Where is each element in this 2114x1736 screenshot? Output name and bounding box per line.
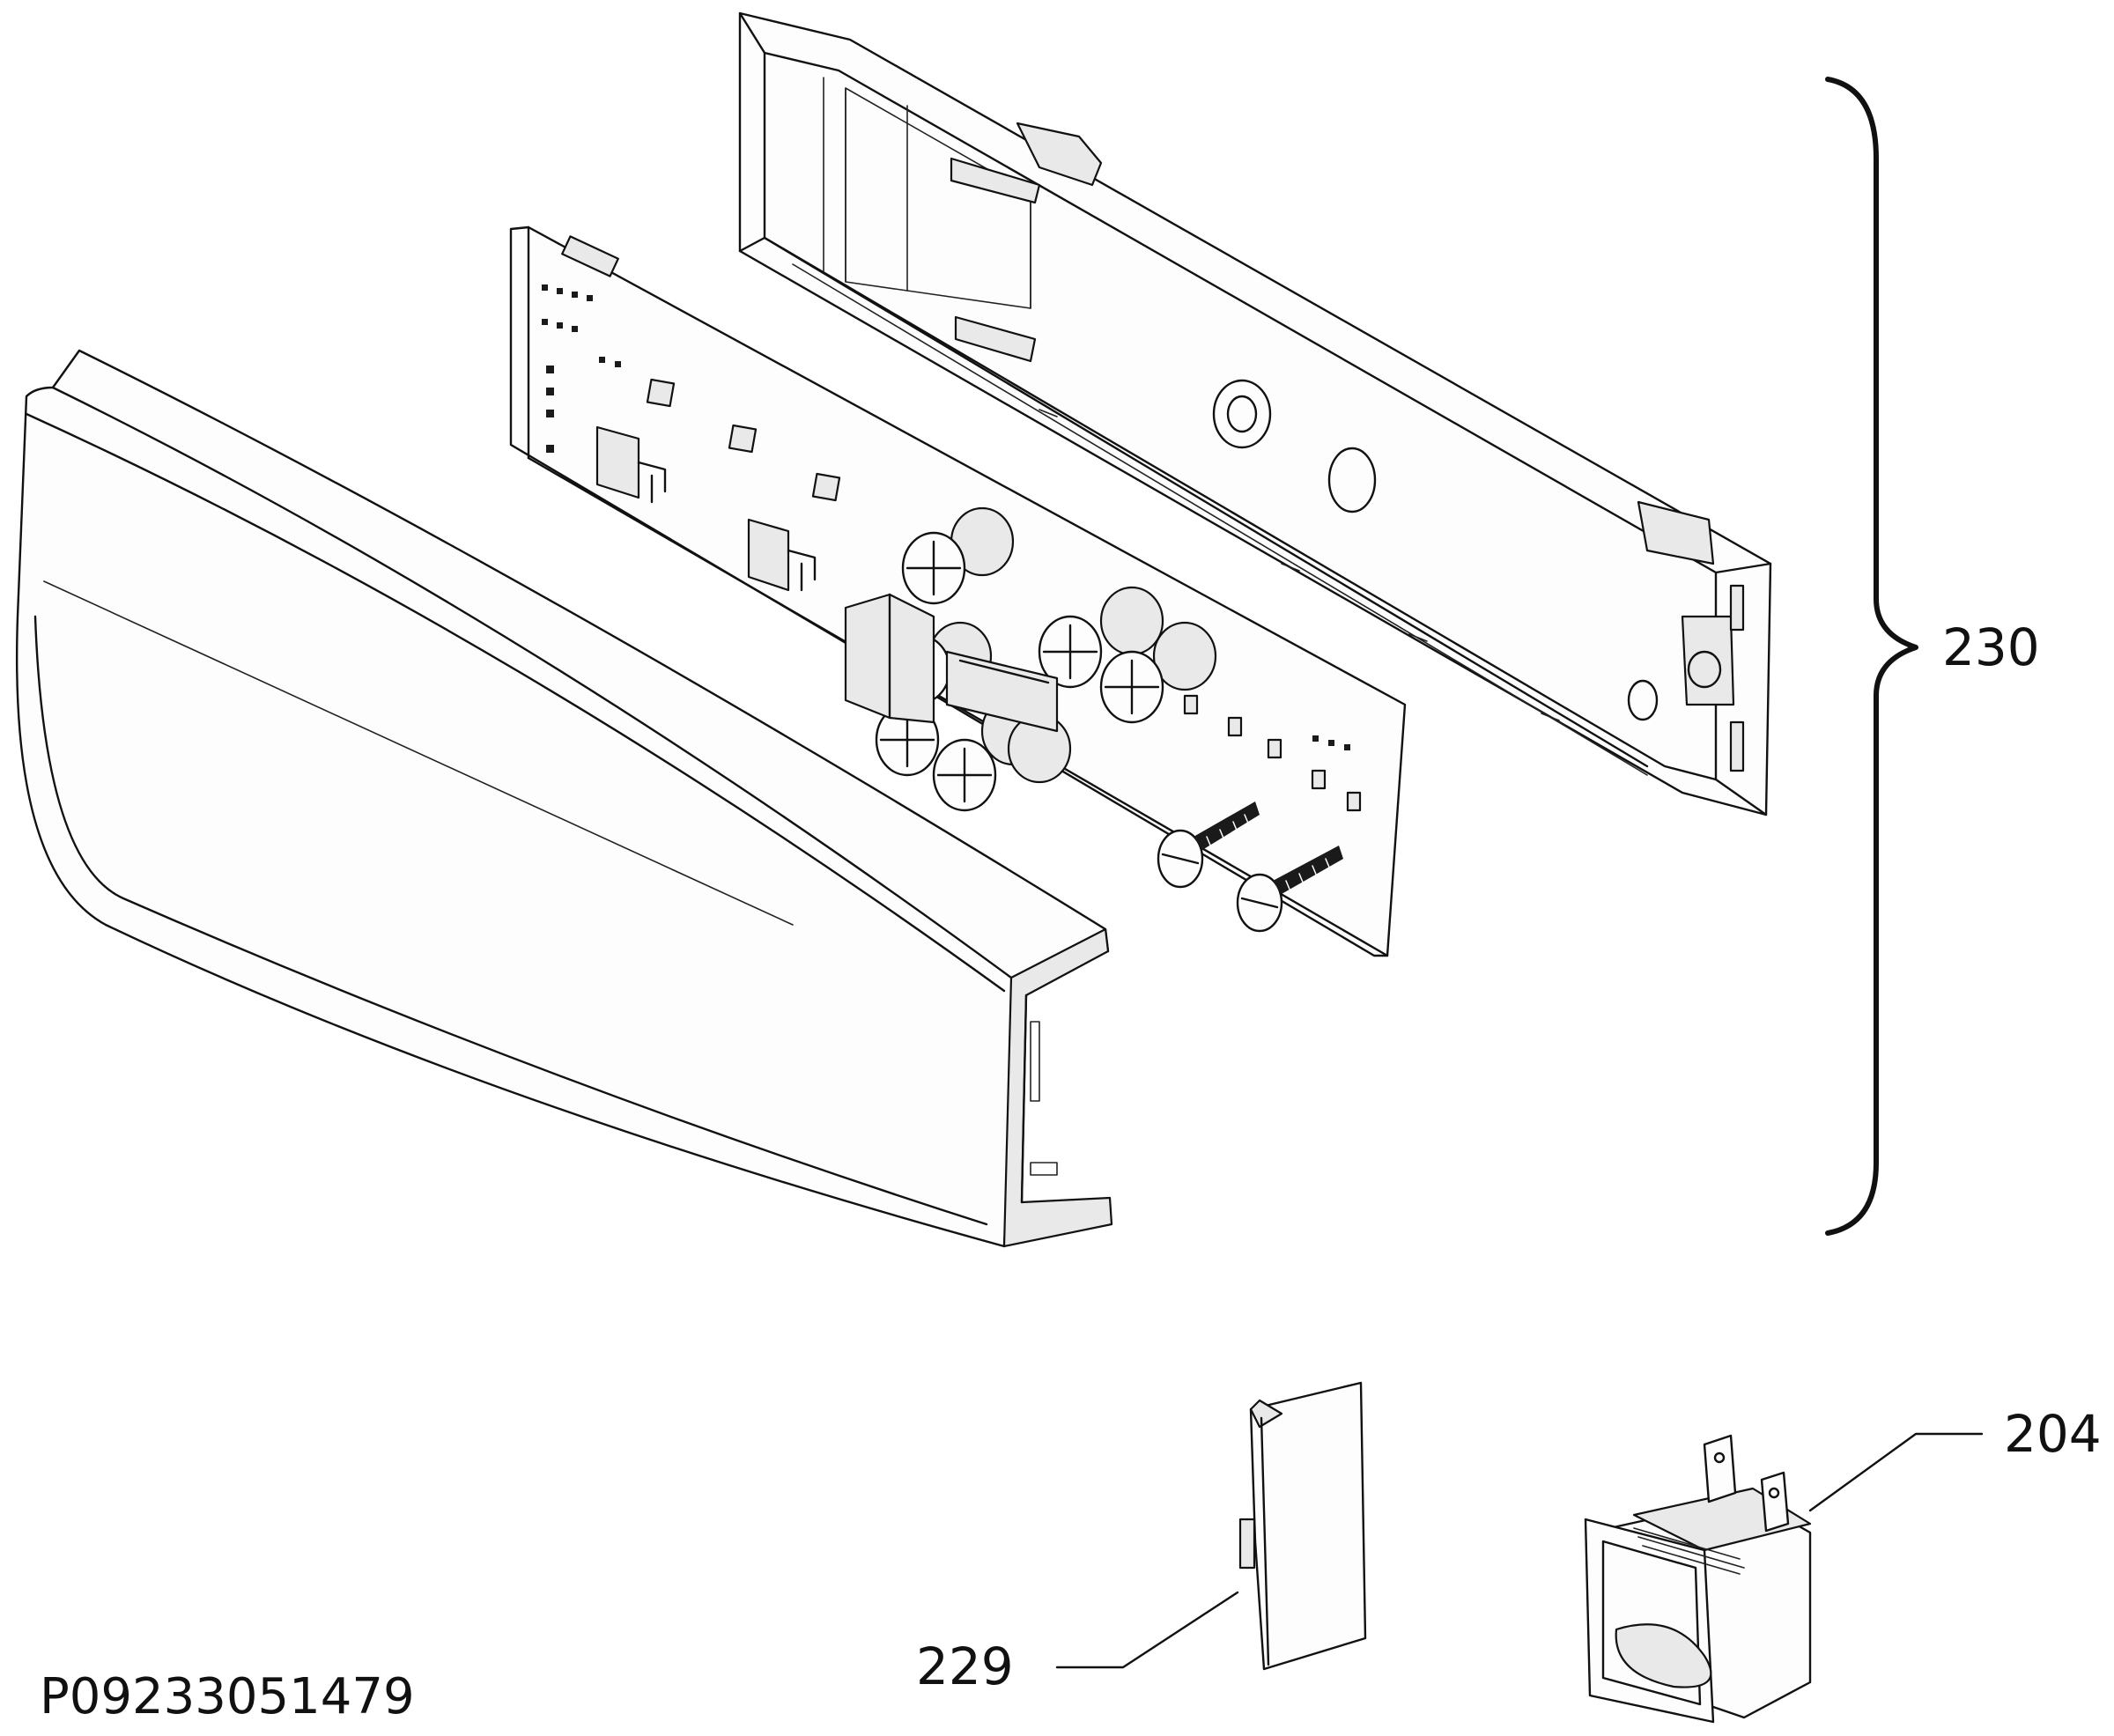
callout-204: 204 [2004,1404,2102,1464]
front-cover [16,349,1113,1248]
callout-230: 230 [1942,617,2040,677]
screw [1157,802,1260,889]
callout-229: 229 [916,1636,1014,1696]
button-cap-part [1238,1381,1367,1671]
drawing-code: P09233051479 [40,1668,415,1725]
circuit-board [509,225,1407,957]
assembly-bracket [1825,77,1918,1236]
screw [1236,846,1343,933]
rear-housing-frame [738,11,1772,816]
light-switch-part [1584,1434,1812,1724]
leader-229 [1055,1591,1239,1669]
leader-204 [1808,1432,1984,1512]
